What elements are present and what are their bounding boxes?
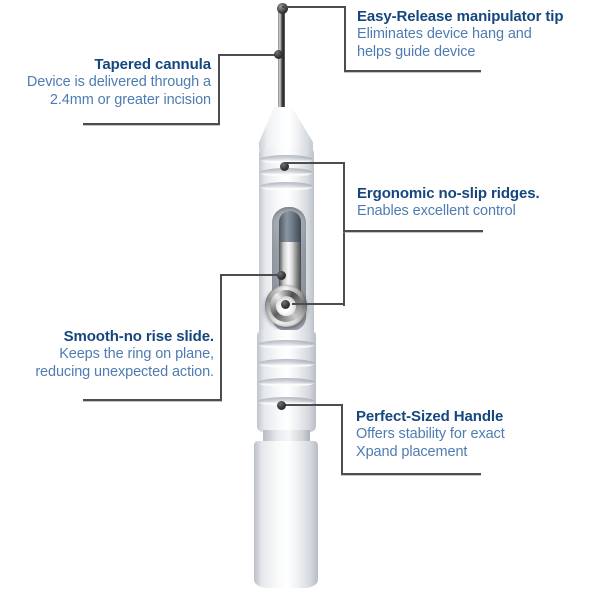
- callout-ridges: Ergonomic no-slip ridges. Enables excell…: [357, 184, 540, 221]
- slide-rod-tip: [279, 211, 301, 242]
- callout-line-manipulator-tip: [344, 6, 346, 72]
- callout-line-manipulator-tip: [282, 6, 346, 8]
- callout-line-tapered-cannula: [218, 54, 220, 125]
- callout-title: Smooth-no rise slide.: [63, 328, 215, 345]
- callout-text: reducing unexpected action.: [35, 363, 214, 380]
- callout-title: Perfect-Sized Handle: [356, 408, 504, 425]
- callout-line-slide: [220, 274, 222, 401]
- callout-line-slide: [220, 274, 281, 276]
- callout-title: Tapered cannula: [94, 56, 211, 73]
- callout-underline-ridges: [343, 230, 483, 232]
- callout-underline-slide: [83, 399, 222, 401]
- lower-ridged-section: [257, 330, 316, 432]
- callout-title: Ergonomic no-slip ridges.: [357, 185, 540, 202]
- callout-dot-handle: [277, 401, 286, 410]
- manipulator-tip-needle: [278, 6, 285, 112]
- callout-text: helps guide device: [357, 43, 476, 60]
- callout-dot-slide: [277, 271, 286, 280]
- manipulator-tip-ball: [277, 3, 288, 14]
- callout-text: Enables excellent control: [357, 203, 516, 219]
- handle-neck-groove: [263, 430, 310, 443]
- lower-ridge-groove: [258, 340, 315, 349]
- callout-line-dial: [292, 303, 343, 305]
- handle-body: [254, 441, 318, 588]
- tapered-cannula-cone: [259, 107, 313, 150]
- callout-text: 2.4mm or greater incision: [49, 91, 211, 108]
- callout-underline-tapered-cannula: [83, 123, 220, 125]
- lower-ridge-groove: [258, 397, 315, 406]
- lower-ridge-groove: [258, 359, 315, 368]
- callout-dot-ridges: [280, 162, 289, 171]
- callout-manipulator-tip: Easy-Release manipulator tip Eliminates …: [357, 7, 564, 61]
- upper-ridge-groove: [260, 168, 313, 177]
- callout-dot-tapered-cannula: [274, 50, 283, 59]
- callout-dot-dial: [281, 300, 290, 309]
- callout-tapered-cannula: Tapered cannula Device is delivered thro…: [27, 55, 211, 109]
- upper-ridge-groove: [260, 155, 313, 164]
- callout-title: Easy-Release manipulator tip: [357, 8, 564, 25]
- upper-ridge-groove: [260, 182, 313, 191]
- callout-text: Eliminates device hang and: [357, 26, 532, 42]
- callout-underline-manipulator-tip: [344, 70, 481, 72]
- callout-text: Xpand placement: [356, 443, 468, 460]
- callout-text: Device is delivered through a: [26, 74, 211, 90]
- callout-underline-handle: [341, 473, 481, 475]
- callout-slide: Smooth-no rise slide. Keeps the ring on …: [35, 327, 214, 381]
- callout-line-tapered-cannula: [218, 54, 280, 56]
- callout-text: Offers stability for exact: [356, 426, 505, 442]
- callout-text: Keeps the ring on plane,: [59, 346, 214, 362]
- callout-line-ridges: [343, 162, 345, 306]
- callout-line-handle: [341, 404, 343, 475]
- lower-ridge-groove: [258, 378, 315, 387]
- callout-handle: Perfect-Sized Handle Offers stability fo…: [356, 407, 505, 461]
- callout-line-handle: [282, 404, 343, 406]
- slide-rod: [279, 242, 301, 294]
- callout-line-ridges: [285, 162, 345, 164]
